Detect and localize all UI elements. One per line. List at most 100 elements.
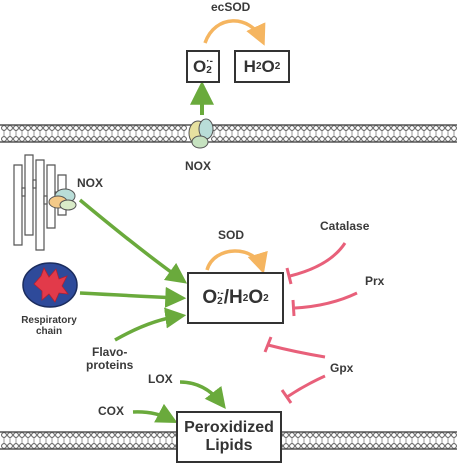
lipid-head	[13, 136, 19, 142]
lipid-head	[427, 432, 433, 438]
lipid-head	[85, 125, 91, 131]
lipid-head	[79, 443, 85, 449]
lipid-head	[109, 136, 115, 142]
gpx-to-center-inhibition	[263, 336, 326, 359]
lipid-head	[133, 443, 139, 449]
lipid-head	[319, 432, 325, 438]
lipid-head	[55, 443, 61, 449]
h2o2-o-sub: 2	[274, 61, 281, 72]
lipid-head	[121, 443, 127, 449]
lipid-head	[433, 136, 439, 142]
lipid-head	[7, 125, 13, 131]
lipid-head	[301, 125, 307, 131]
lipid-head	[1, 432, 7, 438]
lipid-head	[133, 432, 139, 438]
lipid-head	[439, 136, 445, 142]
lipid-head	[13, 443, 19, 449]
lipid-head	[61, 125, 67, 131]
lipid-head	[181, 136, 187, 142]
lipid-head	[37, 432, 43, 438]
lipid-head	[439, 432, 445, 438]
lipid-head	[391, 443, 397, 449]
lipid-head	[271, 136, 277, 142]
lipid-head	[283, 443, 289, 449]
lipid-head	[415, 136, 421, 142]
lipid-head	[91, 443, 97, 449]
lipid-head	[301, 136, 307, 142]
lipid-head	[361, 443, 367, 449]
lipid-head	[307, 136, 313, 142]
lipid-head	[337, 443, 343, 449]
lipid-head	[55, 136, 61, 142]
lipid-head	[151, 125, 157, 131]
lipid-head	[91, 432, 97, 438]
lipid-head	[283, 136, 289, 142]
lipid-head	[67, 432, 73, 438]
sod-label: SOD	[218, 228, 245, 242]
lipid-head	[355, 136, 361, 142]
lipid-head	[385, 443, 391, 449]
lipid-head	[133, 125, 139, 131]
h2o2-h: H	[243, 56, 256, 76]
lipid-head	[229, 125, 235, 131]
lipid-head	[7, 432, 13, 438]
lipid-head	[25, 443, 31, 449]
superoxide-sup: ·-	[206, 56, 213, 67]
center-h-o: O	[248, 287, 264, 308]
lipid-head	[277, 125, 283, 131]
lipid-head	[67, 443, 73, 449]
cox-to-lipids-arrow	[132, 403, 178, 423]
lipid-head	[61, 443, 67, 449]
center-h-sub: 2	[242, 292, 249, 304]
lipid-head	[109, 125, 115, 131]
prx-inhibition	[291, 291, 358, 317]
lipid-head	[385, 125, 391, 131]
lipid-head	[157, 432, 163, 438]
lipid-head	[97, 432, 103, 438]
lipid-head	[223, 125, 229, 131]
lipid-head	[391, 136, 397, 142]
lipid-head	[127, 136, 133, 142]
lipids-line1: Peroxidized	[184, 418, 274, 436]
lipid-head	[1, 443, 7, 449]
lipid-head	[109, 443, 115, 449]
lipid-head	[25, 432, 31, 438]
lipid-head	[247, 136, 253, 142]
lipid-head	[217, 125, 223, 131]
lipid-head	[109, 432, 115, 438]
center-h-o-sub: 2	[263, 292, 269, 304]
lipid-head	[373, 136, 379, 142]
lipid-head	[313, 125, 319, 131]
lipid-head	[283, 125, 289, 131]
lipid-head	[157, 125, 163, 131]
lipid-head	[331, 125, 337, 131]
peroxidized-lipids-box: Peroxidized Lipids	[176, 411, 282, 463]
lipid-head	[325, 136, 331, 142]
lipid-head	[217, 136, 223, 142]
center-o-sup: ·-	[217, 287, 224, 299]
center-h: H	[229, 287, 243, 308]
lipid-head	[421, 125, 427, 131]
lipid-head	[25, 136, 31, 142]
lipid-head	[361, 136, 367, 142]
lipid-head	[223, 136, 229, 142]
ecsod-arc-arrow	[203, 19, 266, 46]
lipid-head	[325, 125, 331, 131]
lipid-head	[43, 432, 49, 438]
lipid-head	[175, 125, 181, 131]
lipid-head	[415, 125, 421, 131]
lipid-head	[325, 443, 331, 449]
lipid-head	[61, 432, 67, 438]
catalase-label: Catalase	[320, 219, 370, 233]
lipid-head	[103, 443, 109, 449]
lipid-head	[415, 443, 421, 449]
lipid-head	[103, 125, 109, 131]
top-membrane	[0, 124, 457, 143]
lipid-head	[127, 125, 133, 131]
lipid-head	[451, 432, 457, 438]
respiratory-line2: chain	[35, 325, 63, 337]
lipid-head	[127, 443, 133, 449]
lipid-head	[79, 136, 85, 142]
lipid-head	[19, 125, 25, 131]
